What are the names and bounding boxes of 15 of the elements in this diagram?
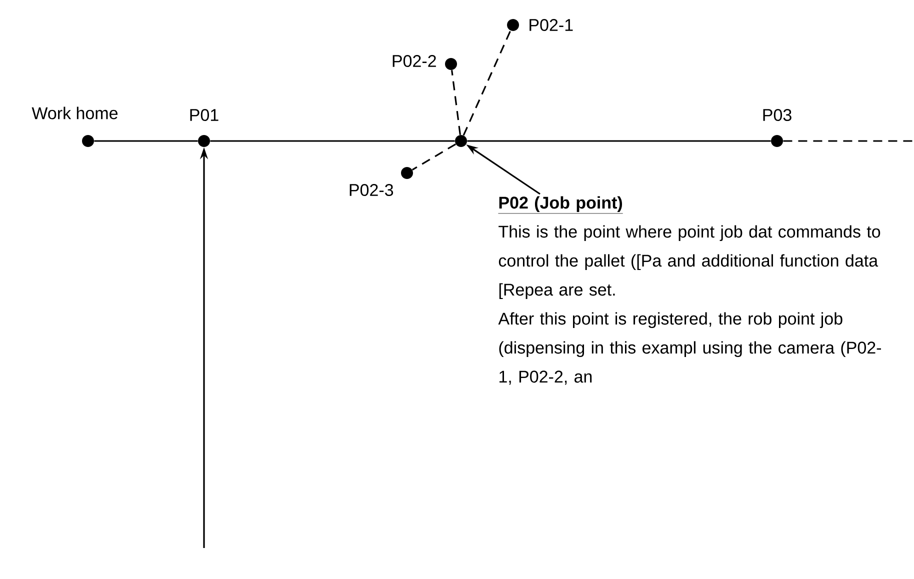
point-label: P01 [190, 108, 218, 122]
dashed-line [783, 140, 914, 142]
dashed-line [462, 30, 512, 136]
point-label: P02-2 [392, 54, 436, 68]
point-label: Work home [32, 106, 118, 120]
point-label: P02-3 [350, 184, 394, 196]
path-line [94, 140, 198, 142]
point-label: P03 [763, 108, 792, 122]
path-line [210, 140, 455, 142]
dashed-line [412, 143, 456, 171]
path-line [467, 140, 771, 142]
description-text: P02 (Job point) This is the point where point job dat commands to control the pallet ([Pa and additional function data [Repea are set. After this point is registered, the rob point job (dispensing in this exampl using the camera (P02-1, P02-2, an [498, 196, 881, 385]
dashed-line [451, 70, 461, 135]
point-label: P02-1 [530, 18, 573, 32]
point-dot [455, 135, 467, 147]
